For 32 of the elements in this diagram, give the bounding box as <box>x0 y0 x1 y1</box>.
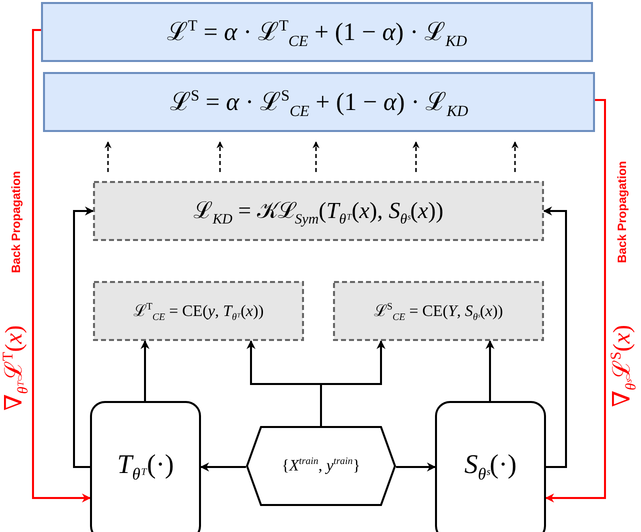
formula-text: ℒ$^{S}$$_{CE}$ = CE(Y, S$_{θˢ}$(x)) <box>374 300 503 324</box>
model-box <box>435 401 546 532</box>
arrow <box>486 340 494 401</box>
dashed-arrow <box>512 141 518 172</box>
dashed-arrow <box>412 141 420 172</box>
backprop-arrow <box>32 29 91 502</box>
formula-text: {X$^{train}$, y$^{train}$} <box>282 456 360 476</box>
formula-text: ℒ$^{S}$ = α · ℒ$^{S}$$_{CE}$ + (1 − α) · ℒ$_{KD}$ <box>170 86 468 121</box>
formula-box <box>43 72 595 132</box>
formula-text: ℒ$^{T}$ = α · ℒ$^{T}$$_{CE}$ + (1 − α) · ℒ$_{KD}$ <box>166 16 468 51</box>
loss-box <box>333 281 544 341</box>
backprop-arrow <box>545 99 606 502</box>
data-hexagon <box>246 426 396 506</box>
formula-text: ℒ$^{T}$$_{CE}$ = CE(y, T$_{θᵀ}$(x)) <box>133 300 264 324</box>
dashed-arrow <box>104 141 112 172</box>
arrow <box>543 206 567 468</box>
arrow <box>320 340 386 426</box>
loss-box <box>93 181 544 241</box>
arrow <box>140 340 150 401</box>
formula-box <box>41 2 593 62</box>
side-label: Back Propagation <box>615 160 629 264</box>
formula-text: ℒ$_{KD}$ = 𝒦ℒ$_{Sym}$(T$_{θᵀ}$(x), S$_{θˢ}$(x)) <box>194 197 444 229</box>
dashed-arrow <box>312 141 320 172</box>
arrow <box>73 206 94 468</box>
side-label: Back Propagation <box>9 170 23 274</box>
loss-box <box>93 281 304 341</box>
dashed-arrow <box>216 141 224 172</box>
model-box <box>90 401 201 532</box>
arrow <box>200 462 246 472</box>
formula-text: S$_{θˢ}$(·) <box>464 448 517 484</box>
arrow <box>396 462 436 472</box>
formula-text: T$_{θᵀ}$(·) <box>117 448 174 484</box>
